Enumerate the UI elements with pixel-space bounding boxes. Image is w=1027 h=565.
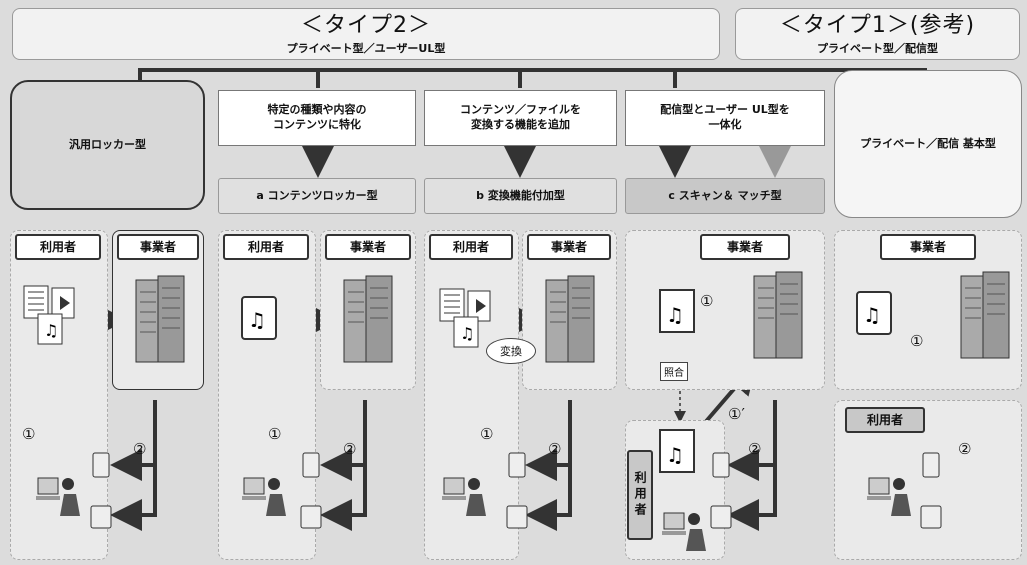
desc-b: コンテンツ／ファイルを 変換する機能を追加 <box>424 90 617 146</box>
tablet-device-icon <box>300 505 322 529</box>
mobile-device-icon <box>712 452 730 478</box>
user-computer-icon <box>662 512 706 551</box>
tablet-device-icon <box>506 505 528 529</box>
tablet-device-icon <box>90 505 112 529</box>
type1-title: ＜タイプ1＞(参考) <box>779 12 976 38</box>
mobile-device-icon <box>302 452 320 478</box>
mobile-device-icon <box>922 452 940 478</box>
general-user-label: 利用者 <box>15 234 101 260</box>
general-operator-label: 事業者 <box>117 234 199 260</box>
step-1-upload: ① <box>700 292 714 310</box>
document-stack-icon: ♫ <box>23 285 75 345</box>
desc-c-line1: 配信型とユーザー UL型を <box>660 103 790 117</box>
desc-b-line2: 変換する機能を追加 <box>471 118 570 131</box>
type1-user-label: 利用者 <box>845 407 925 433</box>
type-b-label: b 変換機能付加型 <box>476 188 565 202</box>
lane-a-user <box>218 230 316 560</box>
server-icon <box>343 275 393 363</box>
svg-text:♫: ♫ <box>666 303 684 327</box>
type-b-box: b 変換機能付加型 <box>424 178 617 214</box>
general-locker-title: 汎用ロッカー型 <box>69 137 146 151</box>
type2-header: ＜タイプ2＞ プライベート型／ユーザーUL型 <box>12 8 720 60</box>
type1-header: ＜タイプ1＞(参考) プライベート型／配信型 <box>735 8 1020 60</box>
svg-text:♫: ♫ <box>44 321 58 340</box>
tablet-device-icon <box>710 505 732 529</box>
step-2-download: ② <box>748 440 762 458</box>
type-a-box: a コンテンツロッカー型 <box>218 178 416 214</box>
step-2-download: ② <box>133 440 147 458</box>
step-1-upload: ① <box>480 425 494 443</box>
b-user-label: 利用者 <box>429 234 513 260</box>
tablet-device-icon <box>920 505 942 529</box>
c-user-label: 利用者 <box>627 450 653 540</box>
desc-a-line2: コンテンツに特化 <box>273 118 361 131</box>
step-2-download: ② <box>548 440 562 458</box>
type1-basic-title: プライベート／配信 基本型 <box>860 136 996 150</box>
user-computer-icon <box>242 477 286 516</box>
type1-basic-box: プライベート／配信 基本型 <box>834 70 1022 218</box>
server-icon <box>960 271 1010 359</box>
step-2-download: ② <box>343 440 357 458</box>
music-file-icon: ♫ <box>659 429 695 473</box>
step-2-download: ② <box>958 440 972 458</box>
step-1-prime-upload: ①′ <box>728 405 745 423</box>
type2-title: ＜タイプ2＞ <box>301 12 431 38</box>
step-1-upload: ① <box>910 332 924 350</box>
type-c-box: c スキャン＆ マッチ型 <box>625 178 825 214</box>
svg-text:♫: ♫ <box>666 443 684 467</box>
music-file-icon: ♫ <box>659 289 695 333</box>
svg-text:♫: ♫ <box>863 303 881 327</box>
type-c-label: c スキャン＆ マッチ型 <box>668 188 782 202</box>
general-locker-box: 汎用ロッカー型 <box>10 80 205 210</box>
desc-a: 特定の種類や内容の コンテンツに特化 <box>218 90 416 146</box>
b-operator-label: 事業者 <box>527 234 611 260</box>
desc-c-line2: 一体化 <box>708 118 742 131</box>
match-tag: 照合 <box>660 362 688 381</box>
lane-general-user <box>10 230 108 560</box>
server-icon <box>753 271 803 359</box>
music-file-icon: ♫ <box>241 296 277 340</box>
type1-operator-label: 事業者 <box>880 234 976 260</box>
user-computer-icon <box>36 477 80 516</box>
user-computer-icon <box>442 477 486 516</box>
convert-bubble: 変換 <box>486 338 536 364</box>
desc-a-line1: 特定の種類や内容の <box>267 103 367 117</box>
svg-text:♫: ♫ <box>460 324 474 343</box>
step-1-upload: ① <box>268 425 282 443</box>
c-operator-label: 事業者 <box>700 234 790 260</box>
mobile-device-icon <box>92 452 110 478</box>
user-computer-icon <box>867 477 911 516</box>
a-operator-label: 事業者 <box>325 234 411 260</box>
type-a-label: a コンテンツロッカー型 <box>256 188 378 202</box>
server-icon <box>135 275 185 363</box>
desc-c: 配信型とユーザー UL型を 一体化 <box>625 90 825 146</box>
type2-subtitle: プライベート型／ユーザーUL型 <box>286 42 446 56</box>
desc-b-line1: コンテンツ／ファイルを <box>460 103 581 117</box>
step-1-upload: ① <box>22 425 36 443</box>
document-stack-icon: ♫ <box>439 288 491 348</box>
a-user-label: 利用者 <box>223 234 309 260</box>
music-file-icon: ♫ <box>856 291 892 335</box>
svg-text:♫: ♫ <box>248 308 266 332</box>
type1-subtitle: プライベート型／配信型 <box>817 42 938 56</box>
server-icon <box>545 275 595 363</box>
mobile-device-icon <box>508 452 526 478</box>
